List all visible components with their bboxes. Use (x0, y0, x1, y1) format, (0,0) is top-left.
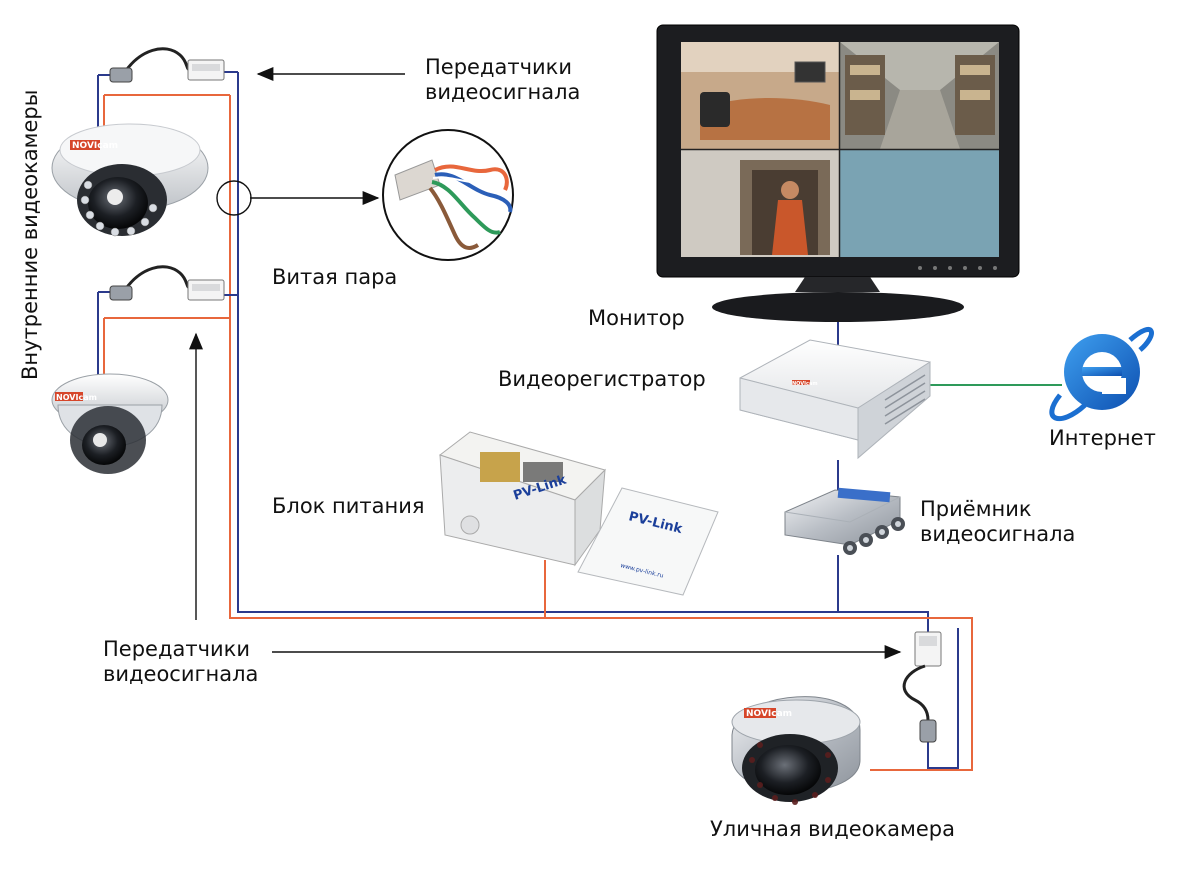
arrows (189, 67, 902, 659)
cable-highlight-circle (216, 180, 252, 216)
monitor-feed-empty (840, 150, 999, 257)
video-transmitter-top (109, 47, 225, 83)
cables (97, 71, 1062, 771)
indoor-cameras-label: Внутренние видеокамеры (18, 89, 42, 380)
video-transmitter-outdoor (902, 631, 942, 743)
monitor-feed-warehouse (840, 42, 999, 149)
outdoor-ir-leds (749, 742, 831, 805)
power-supply-label: Блок питания (272, 494, 425, 518)
transmitters-bottom-label-line2: видеосигнала (103, 662, 259, 686)
twisted-pair-inset (382, 129, 514, 261)
indoor-camera-1 (51, 123, 209, 237)
receiver-label-line1: Приёмник (920, 497, 1032, 521)
video-bus-line (237, 72, 838, 613)
monitor-feed-entrance (681, 150, 839, 257)
psu-lid (577, 487, 719, 596)
dvr (739, 339, 931, 460)
power-bus-line (229, 95, 545, 619)
ir-leds (80, 180, 158, 237)
camera1-brand: NOVIcam (72, 141, 118, 151)
video-transmitter-second (109, 265, 225, 301)
transmitters-top-label-line2: видеосигнала (425, 80, 581, 104)
outdoor-camera (731, 696, 861, 805)
transmitters-top-label: Передатчики видеосигнала (425, 55, 580, 105)
dvr-label: Видеорегистратор (498, 367, 706, 391)
outdoor-video-line (838, 611, 959, 769)
receiver-label-line2: видеосигнала (920, 522, 1076, 546)
internet-label: Интернет (1049, 426, 1156, 450)
transmitters-bottom-label: Передатчики видеосигнала (103, 637, 258, 687)
power-supply-unit (438, 431, 719, 596)
transmitters-top-label-line1: Передатчики (425, 55, 572, 79)
video-receiver (784, 487, 905, 555)
camera2-brand: NOVIcam (56, 393, 97, 402)
monitor-feed-office (681, 42, 839, 149)
monitor-buttons (918, 266, 997, 270)
outdoor-power-line (545, 617, 973, 771)
outdoor-camera-brand: NOVIcam (746, 709, 792, 719)
monitor (656, 24, 1020, 322)
transmitters-bottom-label-line1: Передатчики (103, 637, 250, 661)
receiver-label: Приёмник видеосигнала (920, 497, 1075, 547)
internet-explorer-icon (1049, 327, 1154, 422)
cam2-power-line (103, 317, 230, 382)
dvr-brand: NOVIcam (792, 381, 818, 387)
monitor-label: Монитор (588, 306, 685, 330)
indoor-camera-2 (51, 373, 169, 474)
cam2-video-line (97, 291, 238, 380)
outdoor-camera-label: Уличная видеокамера (710, 817, 956, 841)
twisted-pair-label: Витая пара (272, 265, 398, 289)
